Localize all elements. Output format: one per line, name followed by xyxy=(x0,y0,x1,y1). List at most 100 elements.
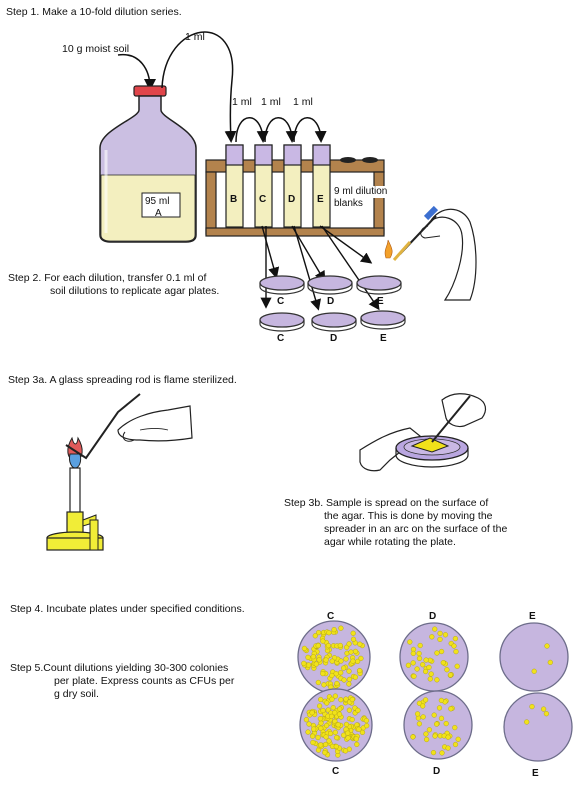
colony xyxy=(342,748,349,754)
colony xyxy=(315,679,321,686)
colony xyxy=(326,738,332,744)
plate-label-d-bottom: D xyxy=(330,333,338,344)
colony xyxy=(305,729,311,735)
colony xyxy=(332,710,338,716)
colony xyxy=(328,730,334,737)
colony xyxy=(434,721,440,727)
step2-line2: soil dilutions to replicate agar plates. xyxy=(50,285,220,297)
colony xyxy=(364,723,370,729)
plate-label-c-bottom: C xyxy=(277,333,285,344)
colony xyxy=(323,734,329,740)
colony xyxy=(336,711,343,717)
colony xyxy=(442,632,449,638)
colony xyxy=(346,707,353,713)
bottle-volume: 95 ml xyxy=(145,196,170,207)
plate-label-d-top: D xyxy=(327,296,335,307)
tube-letter-d: D xyxy=(288,194,296,205)
colony xyxy=(325,642,332,649)
tube-letter-c: C xyxy=(259,194,267,205)
transfer-arrow-main xyxy=(161,31,237,143)
colony xyxy=(357,667,363,674)
result-plate-c-top xyxy=(297,620,371,694)
colony xyxy=(434,677,440,683)
colony xyxy=(544,643,550,649)
plate-e-bottom xyxy=(360,310,406,330)
colony xyxy=(417,642,423,649)
step5-line1: Step 5.Count dilutions yielding 30-300 c… xyxy=(10,662,229,674)
colony xyxy=(423,668,429,675)
colony xyxy=(414,666,420,672)
colony xyxy=(448,706,454,712)
colony xyxy=(324,722,330,729)
colony xyxy=(317,716,324,722)
blanks-line1: 9 ml dilution xyxy=(333,186,389,198)
colony xyxy=(437,636,443,643)
bunsen-burner xyxy=(46,436,104,551)
transfer-label-2: 1 ml xyxy=(261,96,281,108)
result-plate-e-top xyxy=(499,622,569,692)
tube-e xyxy=(312,144,331,228)
colony xyxy=(436,705,443,711)
transfer-label-1: 1 ml xyxy=(232,96,252,108)
colony xyxy=(312,633,318,639)
colony xyxy=(346,668,352,674)
step3b-line4: agar while rotating the plate. xyxy=(324,536,456,548)
colony xyxy=(305,654,311,661)
tube-b xyxy=(225,144,244,228)
colony xyxy=(330,705,336,711)
step5-line2: per plate. Express counts as CFUs per xyxy=(54,675,235,687)
colony xyxy=(416,721,423,727)
colony xyxy=(329,658,335,664)
colony xyxy=(430,749,437,756)
colony xyxy=(348,649,354,655)
result-label-d-top: D xyxy=(429,611,437,622)
colony xyxy=(445,734,451,740)
colony xyxy=(353,736,360,742)
pipette-hand xyxy=(384,205,477,301)
colony xyxy=(420,714,426,720)
colony xyxy=(329,672,335,679)
colony xyxy=(334,734,340,741)
result-label-c-top: C xyxy=(327,611,335,622)
colony xyxy=(316,657,322,663)
spreading-rod xyxy=(65,393,141,460)
colony xyxy=(343,721,350,728)
bottle-letter: A xyxy=(155,208,162,219)
step3b-line2: the agar. This is done by moving the xyxy=(324,510,493,522)
colony xyxy=(411,673,417,679)
colony xyxy=(337,642,343,649)
colony xyxy=(524,719,530,725)
colony xyxy=(420,662,426,668)
colony xyxy=(332,729,338,736)
soil-label: 10 g moist soil xyxy=(62,43,130,55)
colony xyxy=(455,736,461,742)
colony xyxy=(350,636,357,642)
plate-d-top xyxy=(307,275,353,295)
colony xyxy=(428,671,434,677)
result-plate-c-bottom xyxy=(299,688,373,762)
colony xyxy=(420,703,426,709)
colony xyxy=(333,743,339,750)
colony xyxy=(303,717,310,723)
colony xyxy=(326,630,332,636)
colony xyxy=(452,724,458,731)
colony xyxy=(324,700,330,706)
result-plate-d-top xyxy=(399,622,469,692)
colony xyxy=(355,707,361,714)
colony xyxy=(345,730,351,736)
colony xyxy=(346,676,353,683)
colony xyxy=(447,672,454,678)
colony xyxy=(438,715,445,721)
colony xyxy=(423,731,429,737)
soil-arrow xyxy=(117,54,156,91)
colony xyxy=(439,648,445,655)
colony xyxy=(343,656,349,662)
step1-title: Step 1. Make a 10-fold dilution series. xyxy=(6,6,182,18)
colony xyxy=(311,726,317,732)
step3b-line3: spreader in an arc on the surface of the xyxy=(324,523,508,535)
colony xyxy=(434,650,440,656)
colony xyxy=(529,703,535,710)
colony xyxy=(338,670,344,676)
colony xyxy=(452,635,459,642)
tube-d xyxy=(283,144,302,228)
